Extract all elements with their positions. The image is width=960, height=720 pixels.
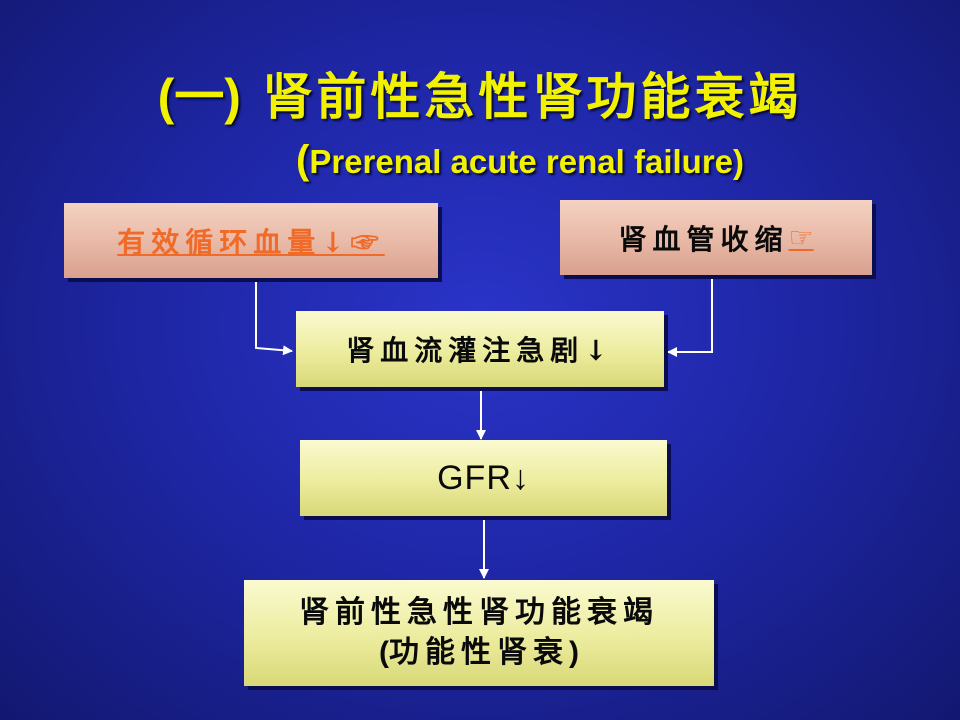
title-prefix: (一): [157, 69, 241, 125]
renal-perfusion-box: 肾血流灌注急剧↓: [296, 311, 664, 387]
title-text: 肾前性急性肾功能衰竭: [262, 67, 803, 126]
pointing-hand-icon[interactable]: ☞: [788, 221, 814, 254]
pointing-hand-icon[interactable]: ☞: [350, 225, 385, 259]
renal-perfusion-label: 肾血流灌注急剧↓: [346, 334, 614, 367]
vasoconstriction-box: 肾血管收缩 ☞: [560, 200, 872, 275]
effective-volume-box: 有效循环血量↓☞: [64, 203, 438, 278]
subtitle-open-paren: (: [295, 138, 310, 182]
effective-volume-label: 有效循环血量↓: [117, 225, 351, 259]
subtitle-text: Prerenal acute renal failure): [309, 143, 745, 180]
result-line2-text: 功能性肾衰: [389, 635, 569, 670]
result-open-paren: (: [379, 636, 389, 669]
result-line1: 肾前性急性肾功能衰竭: [299, 595, 659, 630]
gfr-box: GFR↓: [300, 440, 667, 516]
page-title: (一) 肾前性急性肾功能衰竭: [0, 62, 960, 132]
page-subtitle: (Prerenal acute renal failure): [0, 138, 960, 182]
result-line2: (功能性肾衰): [379, 633, 579, 673]
arrow-volume-to-perfusion: [255, 280, 293, 356]
gfr-label: GFR↓: [437, 458, 530, 497]
vasoconstriction-label: 肾血管收缩: [618, 222, 789, 256]
arrow-vasoconstriction-to-perfusion: [667, 277, 713, 357]
result-box: 肾前性急性肾功能衰竭 (功能性肾衰): [244, 580, 714, 686]
result-close-paren: ): [569, 636, 579, 669]
effective-volume-link[interactable]: 有效循环血量↓☞: [117, 221, 384, 261]
